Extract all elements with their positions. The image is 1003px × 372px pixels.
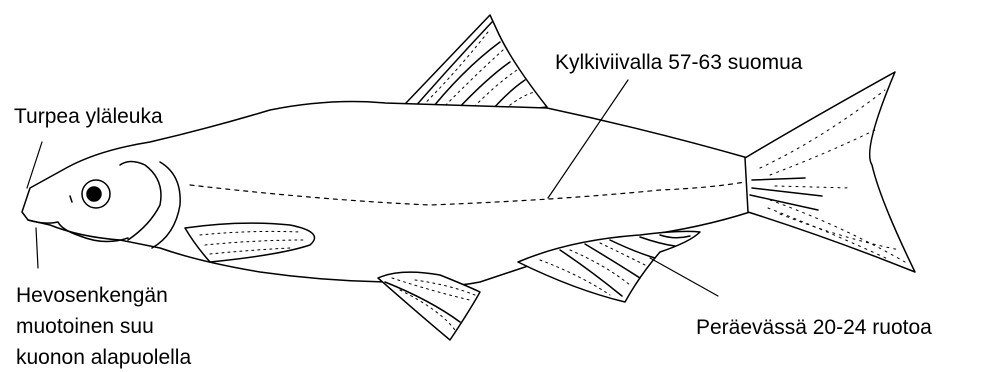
label-mouth-line-3: kuonon alapuolella: [16, 342, 191, 372]
caudal-fin: [745, 72, 915, 272]
label-lateral-line: Kylkiviivalla 57-63 suomua: [555, 47, 802, 78]
leader-anal-fin: [650, 258, 718, 296]
leader-mouth: [36, 228, 38, 268]
leader-upper-jaw: [27, 142, 42, 188]
label-mouth-line-1: Hevosenkengän: [16, 280, 168, 311]
label-upper-jaw: Turpea yläleuka: [14, 101, 163, 132]
label-mouth-line-2: muotoinen suu: [16, 311, 154, 342]
label-anal-fin: Peräevässä 20-24 ruotoa: [696, 312, 932, 343]
